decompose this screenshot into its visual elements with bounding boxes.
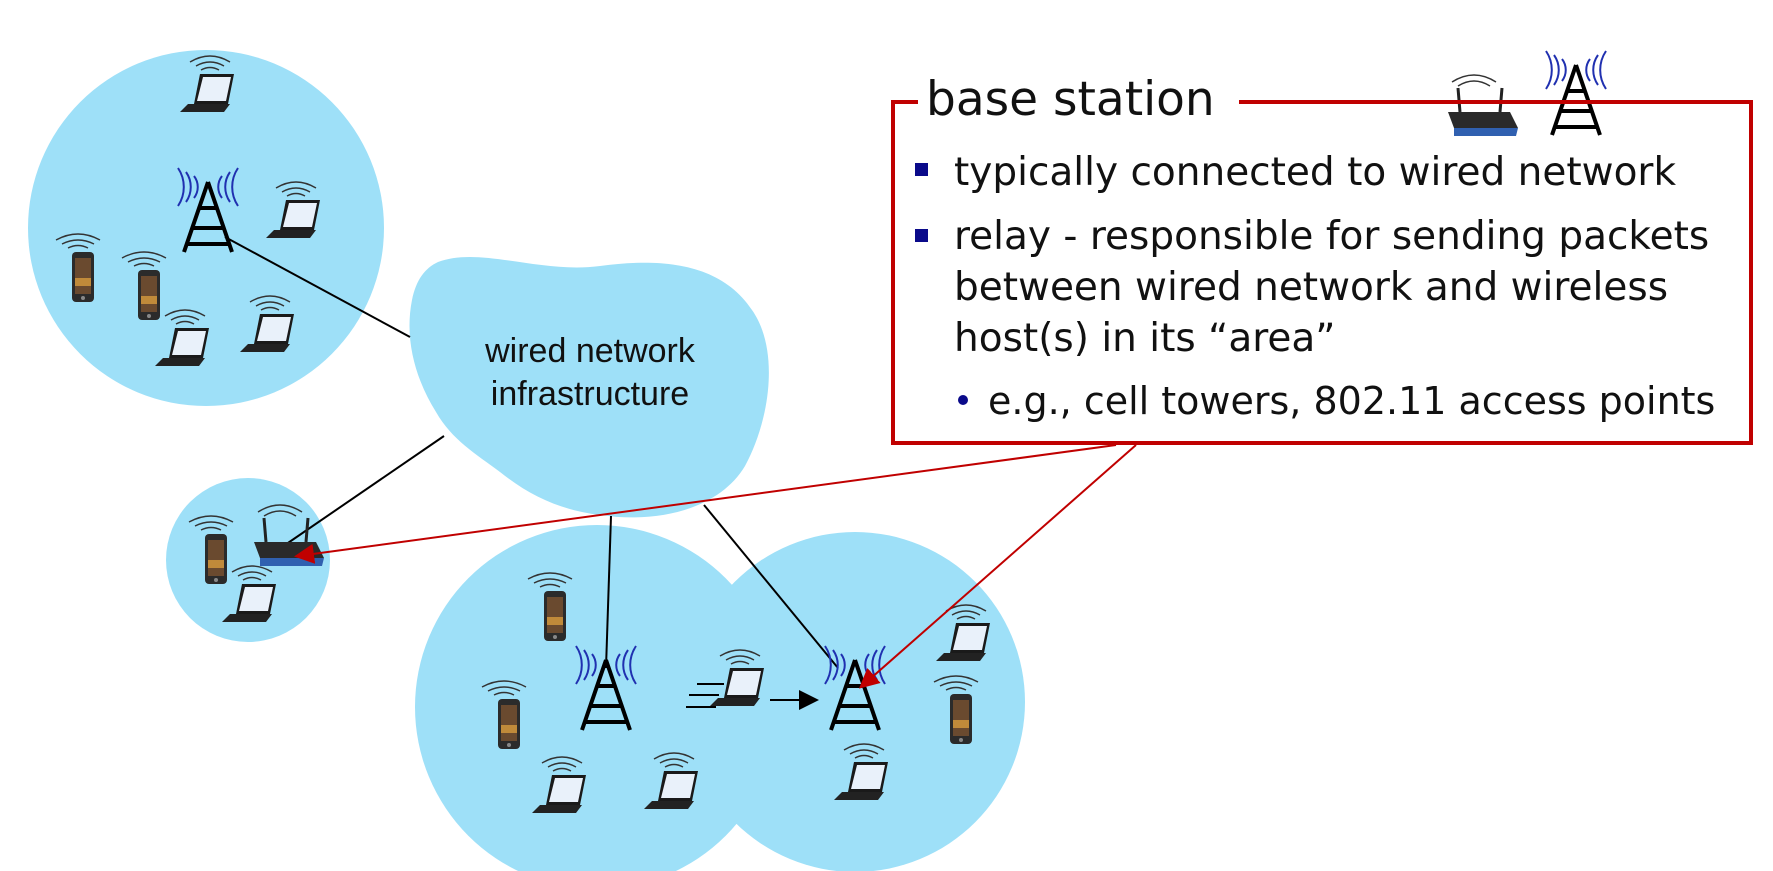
bullet-square-icon [915,163,928,176]
bullet-item-line: between wired network and wireless [954,265,1669,310]
bullet-dot-icon [958,395,968,405]
coverage-area-small [166,478,330,642]
wired-network-cloud [409,256,769,518]
callout-arrow [294,444,1117,564]
bullet-item-line: relay - responsible for sending packets [954,214,1710,259]
bullet-item: typically connected to wired network [954,150,1677,195]
wired-link [284,435,445,546]
bullet-item-line: host(s) in its “area” [954,316,1336,361]
wired-link [224,236,411,338]
base-station-title: base station [918,72,1239,127]
mobility-arrow [686,683,819,710]
cloud-label-line-2: infrastructure [490,375,690,413]
cloud-label: wired network infrastructure [440,330,740,416]
cloud-label-line-1: wired network [485,332,695,370]
wired-link [605,515,612,669]
sub-bullet-item: e.g., cell towers, 802.11 access points [988,379,1716,423]
callout-arrow [858,444,1137,689]
base-station-callout [891,100,1753,445]
bullet-square-icon [915,229,928,242]
wired-link [703,504,839,669]
